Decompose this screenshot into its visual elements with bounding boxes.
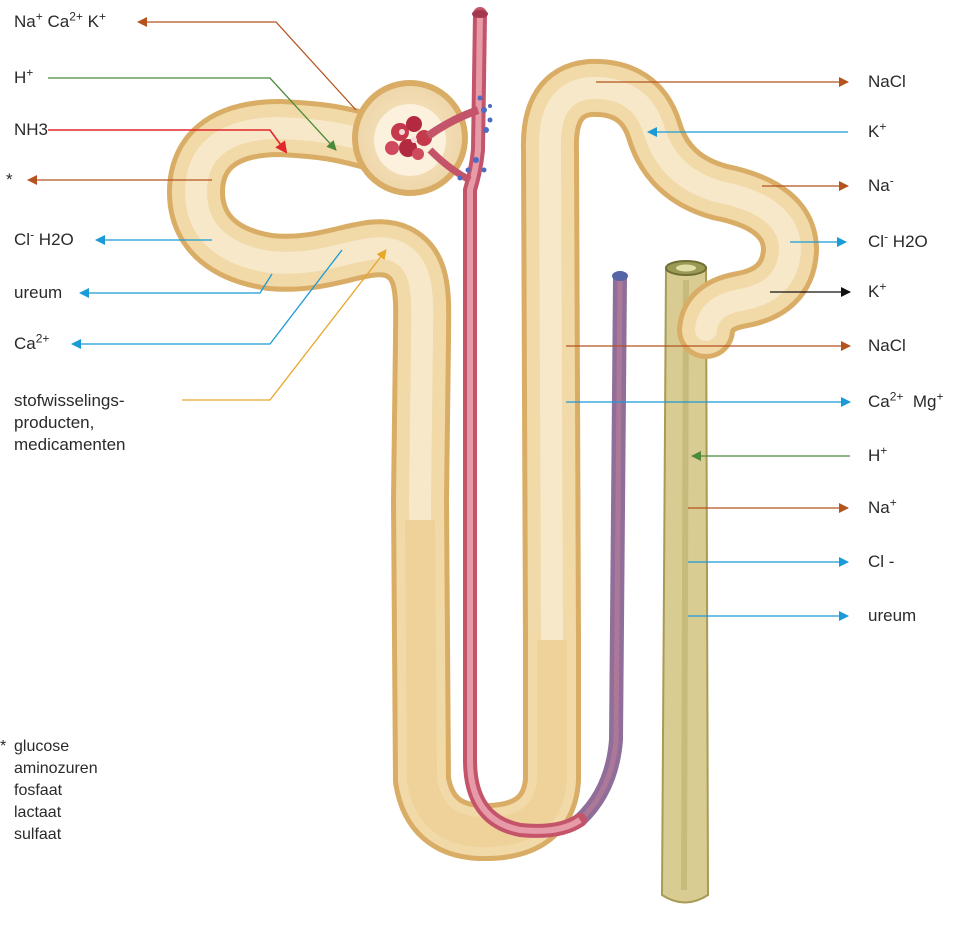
label-ca-left: Ca2+ xyxy=(14,334,49,354)
label-cl-minus: Cl - xyxy=(868,552,894,572)
vein xyxy=(580,271,628,820)
arrow-na-ca-k xyxy=(138,22,356,110)
label-ureum-right: ureum xyxy=(868,606,916,626)
footnote-item: fosfaat xyxy=(14,780,98,802)
footnote-marker: * xyxy=(0,736,6,758)
label-cl-h2o-right: Cl- H2O xyxy=(868,232,928,252)
label-na-minus: Na- xyxy=(868,176,894,196)
label-k-2: K+ xyxy=(868,282,886,302)
label-h-plus-left: H+ xyxy=(14,68,33,88)
label-ureum-left: ureum xyxy=(14,283,62,303)
label-h-plus-right: H+ xyxy=(868,446,887,466)
footnote-item: sulfaat xyxy=(14,824,98,846)
label-nh3: NH3 xyxy=(14,120,48,140)
footnote-item: glucose xyxy=(14,736,98,758)
label-nacl-1: NaCl xyxy=(868,72,906,92)
label-cl-h2o-left: Cl- H2O xyxy=(14,230,74,250)
label-stof-line-2: producten, xyxy=(14,412,126,434)
bowmans-capsule xyxy=(352,80,468,196)
label-stof-line-1: stofwisselings- xyxy=(14,390,126,412)
label-na-plus: Na+ xyxy=(868,498,897,518)
label-ca-mg: Ca2+ Mg+ xyxy=(868,392,944,412)
footnote-item: aminozuren xyxy=(14,758,98,780)
footnote-item: lactaat xyxy=(14,802,98,824)
footnote-list: glucose aminozuren fosfaat lactaat sulfa… xyxy=(14,736,98,846)
label-k-1: K+ xyxy=(868,122,886,142)
label-nacl-2: NaCl xyxy=(868,336,906,356)
label-asterisk: * xyxy=(6,170,13,190)
label-na-ca-k: Na+ Ca2+ K+ xyxy=(14,12,106,32)
label-stof-line-3: medicamenten xyxy=(14,434,126,456)
label-stofwisselingsproducten: stofwisselings- producten, medicamenten xyxy=(14,390,126,456)
